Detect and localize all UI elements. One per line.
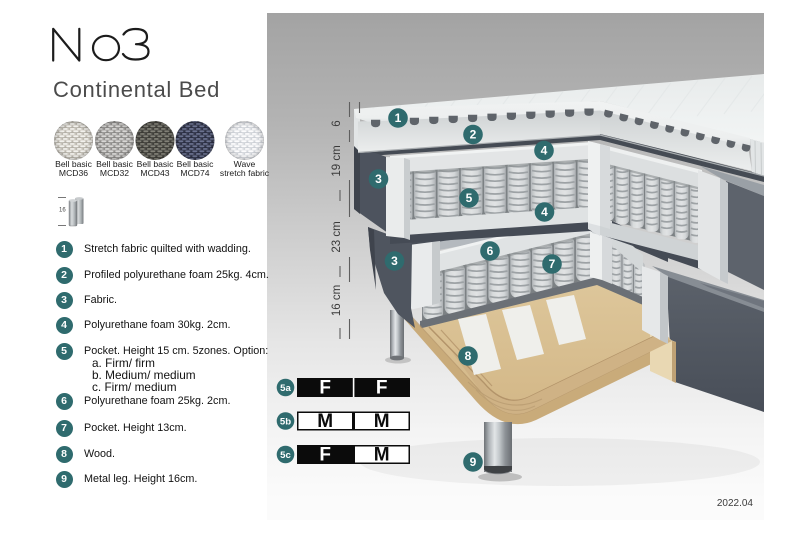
svg-text:F: F — [376, 378, 388, 399]
svg-text:7: 7 — [549, 257, 556, 271]
svg-text:5c: 5c — [280, 450, 291, 461]
svg-text:4: 4 — [541, 205, 548, 219]
svg-text:9: 9 — [470, 455, 477, 469]
svg-text:6: 6 — [487, 244, 494, 258]
svg-text:5b: 5b — [280, 416, 291, 427]
svg-text:2: 2 — [470, 128, 477, 142]
svg-text:16 cm: 16 cm — [331, 285, 343, 316]
svg-text:M: M — [317, 411, 333, 432]
svg-text:6: 6 — [331, 120, 343, 126]
svg-text:16: 16 — [59, 208, 66, 214]
svg-text:M: M — [374, 445, 390, 466]
svg-text:19 cm: 19 cm — [331, 145, 343, 176]
svg-text:1: 1 — [395, 111, 402, 125]
svg-text:F: F — [319, 445, 331, 466]
svg-text:5a: 5a — [280, 383, 291, 394]
svg-text:8: 8 — [465, 349, 472, 363]
svg-text:3: 3 — [375, 172, 382, 186]
svg-text:M: M — [374, 411, 390, 432]
svg-text:2022.04: 2022.04 — [717, 498, 754, 509]
svg-text:4: 4 — [541, 144, 548, 158]
svg-text:F: F — [319, 378, 331, 399]
svg-text:5: 5 — [466, 191, 473, 205]
svg-text:3: 3 — [391, 254, 398, 268]
svg-text:23 cm: 23 cm — [331, 221, 343, 252]
